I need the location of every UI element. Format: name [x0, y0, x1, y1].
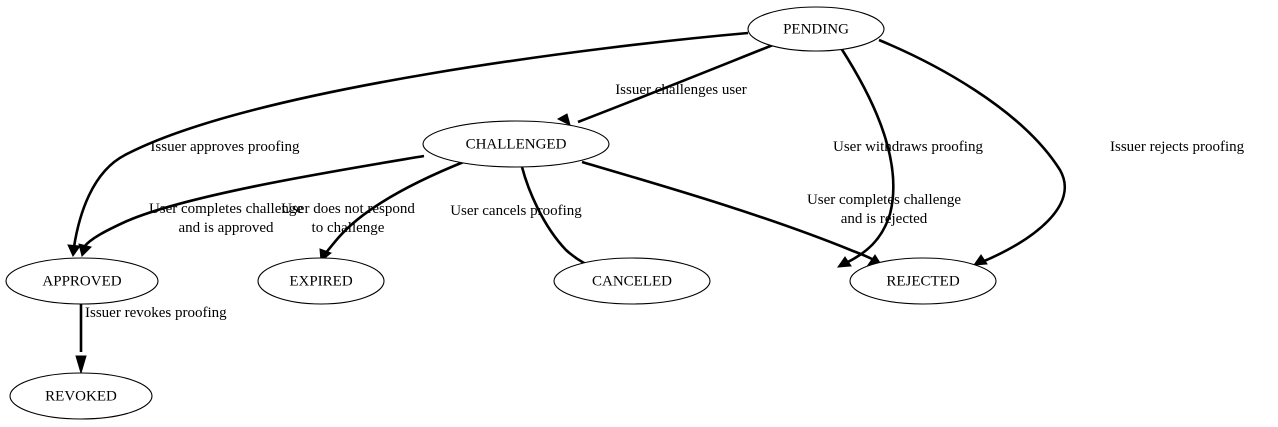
nodes-layer: PENDING CHALLENGED APPROVED EXPIRED CANCELED… [5, 6, 997, 420]
node-approved[interactable]: APPROVED [5, 257, 159, 305]
node-expired[interactable]: EXPIRED [257, 257, 385, 305]
node-pending[interactable]: PENDING [747, 6, 885, 52]
edge-label-pending-challenged: Issuer challenges user [615, 82, 747, 98]
node-shape[interactable] [849, 257, 997, 305]
node-shape[interactable] [257, 257, 385, 305]
edge-label-pending-rejected: Issuer rejects proofing [1110, 139, 1245, 155]
node-label: APPROVED [42, 273, 121, 289]
node-label: REVOKED [45, 388, 117, 404]
edge-label-pending-approved: Issuer approves proofing [150, 139, 300, 155]
edge-line [72, 31, 749, 248]
edge-label-challenged-rejected: and is rejected [841, 211, 928, 227]
node-label: PENDING [783, 21, 849, 37]
arrowhead-icon [67, 244, 81, 258]
edge-pending-approved [67, 31, 749, 258]
edge-challenged-rejected [581, 160, 881, 266]
arrowhead-icon [836, 256, 852, 268]
node-rejected[interactable]: REJECTED [849, 257, 997, 305]
edge-label-challenged-canceled: User cancels proofing [450, 203, 582, 219]
node-label: CANCELED [592, 273, 672, 289]
edge-label-challenged-expired: User does not respond [281, 201, 415, 217]
node-revoked[interactable]: REVOKED [9, 372, 153, 420]
arrowhead-icon [556, 113, 571, 126]
node-challenged[interactable]: CHALLENGED [422, 120, 610, 168]
edge-label-challenged-expired: to challenge [312, 220, 385, 236]
edge-label-challenged-approved: and is approved [179, 220, 274, 236]
edge-label-challenged-rejected: User completes challenge [807, 192, 961, 208]
node-shape[interactable] [422, 120, 610, 168]
node-shape[interactable] [9, 372, 153, 420]
node-label: EXPIRED [289, 273, 353, 289]
node-label: REJECTED [886, 273, 959, 289]
edge-line [878, 38, 1067, 264]
edge-line [839, 47, 895, 265]
edge-line [581, 160, 873, 261]
arrowhead-icon [75, 355, 87, 375]
arrowhead-icon [972, 254, 988, 266]
edge-pending-canceled [836, 47, 895, 268]
edge-line [82, 154, 425, 248]
edge-pending-challenged [556, 41, 779, 126]
edge-label-challenged-approved: User completes challenge [149, 201, 303, 217]
edge-line [323, 159, 467, 255]
edge-approved-revoked [75, 304, 87, 375]
node-shape[interactable] [5, 257, 159, 305]
edges-layer [67, 31, 1067, 375]
edge-challenged-approved [78, 154, 425, 257]
arrowhead-icon [78, 243, 92, 257]
edge-pending-rejected [878, 38, 1067, 266]
edge-label-approved-revoked: Issuer revokes proofing [85, 305, 227, 321]
node-shape[interactable] [553, 257, 711, 305]
edge-label-pending-canceled: User withdraws proofing [833, 139, 983, 155]
edge-line [577, 41, 779, 124]
node-canceled[interactable]: CANCELED [553, 257, 711, 305]
node-shape[interactable] [747, 6, 885, 52]
node-label: CHALLENGED [466, 136, 567, 152]
